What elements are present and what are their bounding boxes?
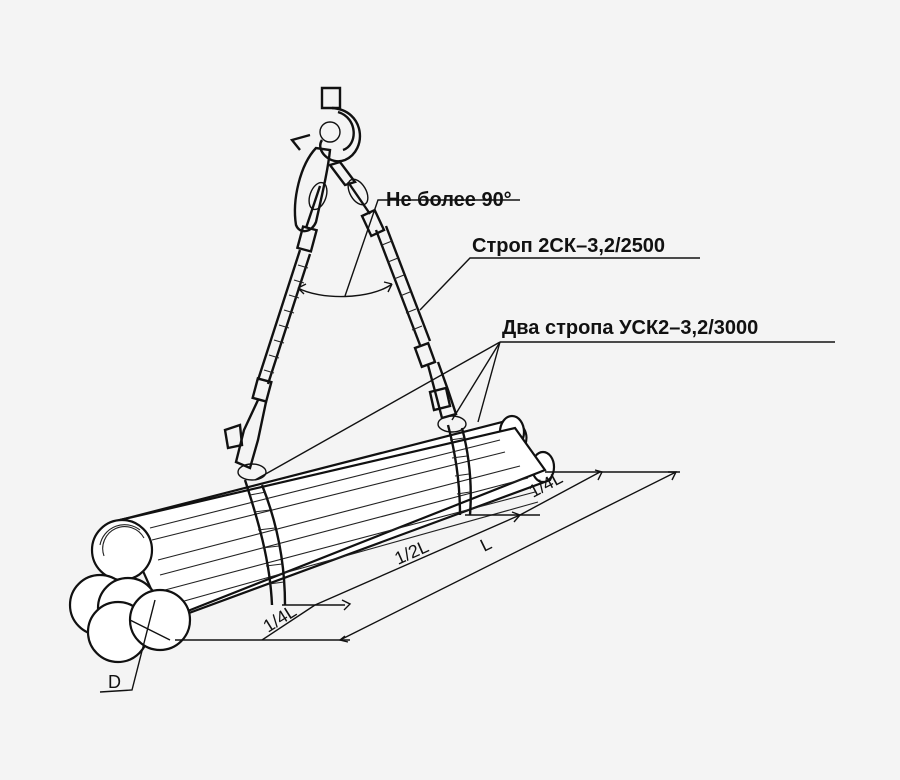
sling-leg-left [223,225,319,470]
pipe-ends [68,518,192,664]
angle-arc [297,199,520,298]
diameter-leader [99,599,171,693]
main-sling-label: Строп 2СК–3,2/2500 [472,235,665,257]
pipe-bundle [68,414,556,664]
sling-loop-left [237,463,287,606]
sling-leg-right [360,208,458,420]
pipe-end-top [90,518,154,582]
dim-total: L [477,533,495,555]
angle-label: Не более 90° [386,189,512,211]
master-link [293,146,357,233]
sling-top-links [304,178,371,229]
dimension-lines [175,469,680,643]
pipe-front [118,426,547,622]
diameter-label: D [108,672,121,692]
leader-two-slings [254,341,835,481]
leader-main-sling [419,257,700,311]
pipe-end-right [128,588,192,652]
dim-quarter-left: 1/4L [260,601,300,637]
crane-hook [289,86,362,163]
two-slings-label: Два стропа УСК2–3,2/3000 [502,317,758,339]
